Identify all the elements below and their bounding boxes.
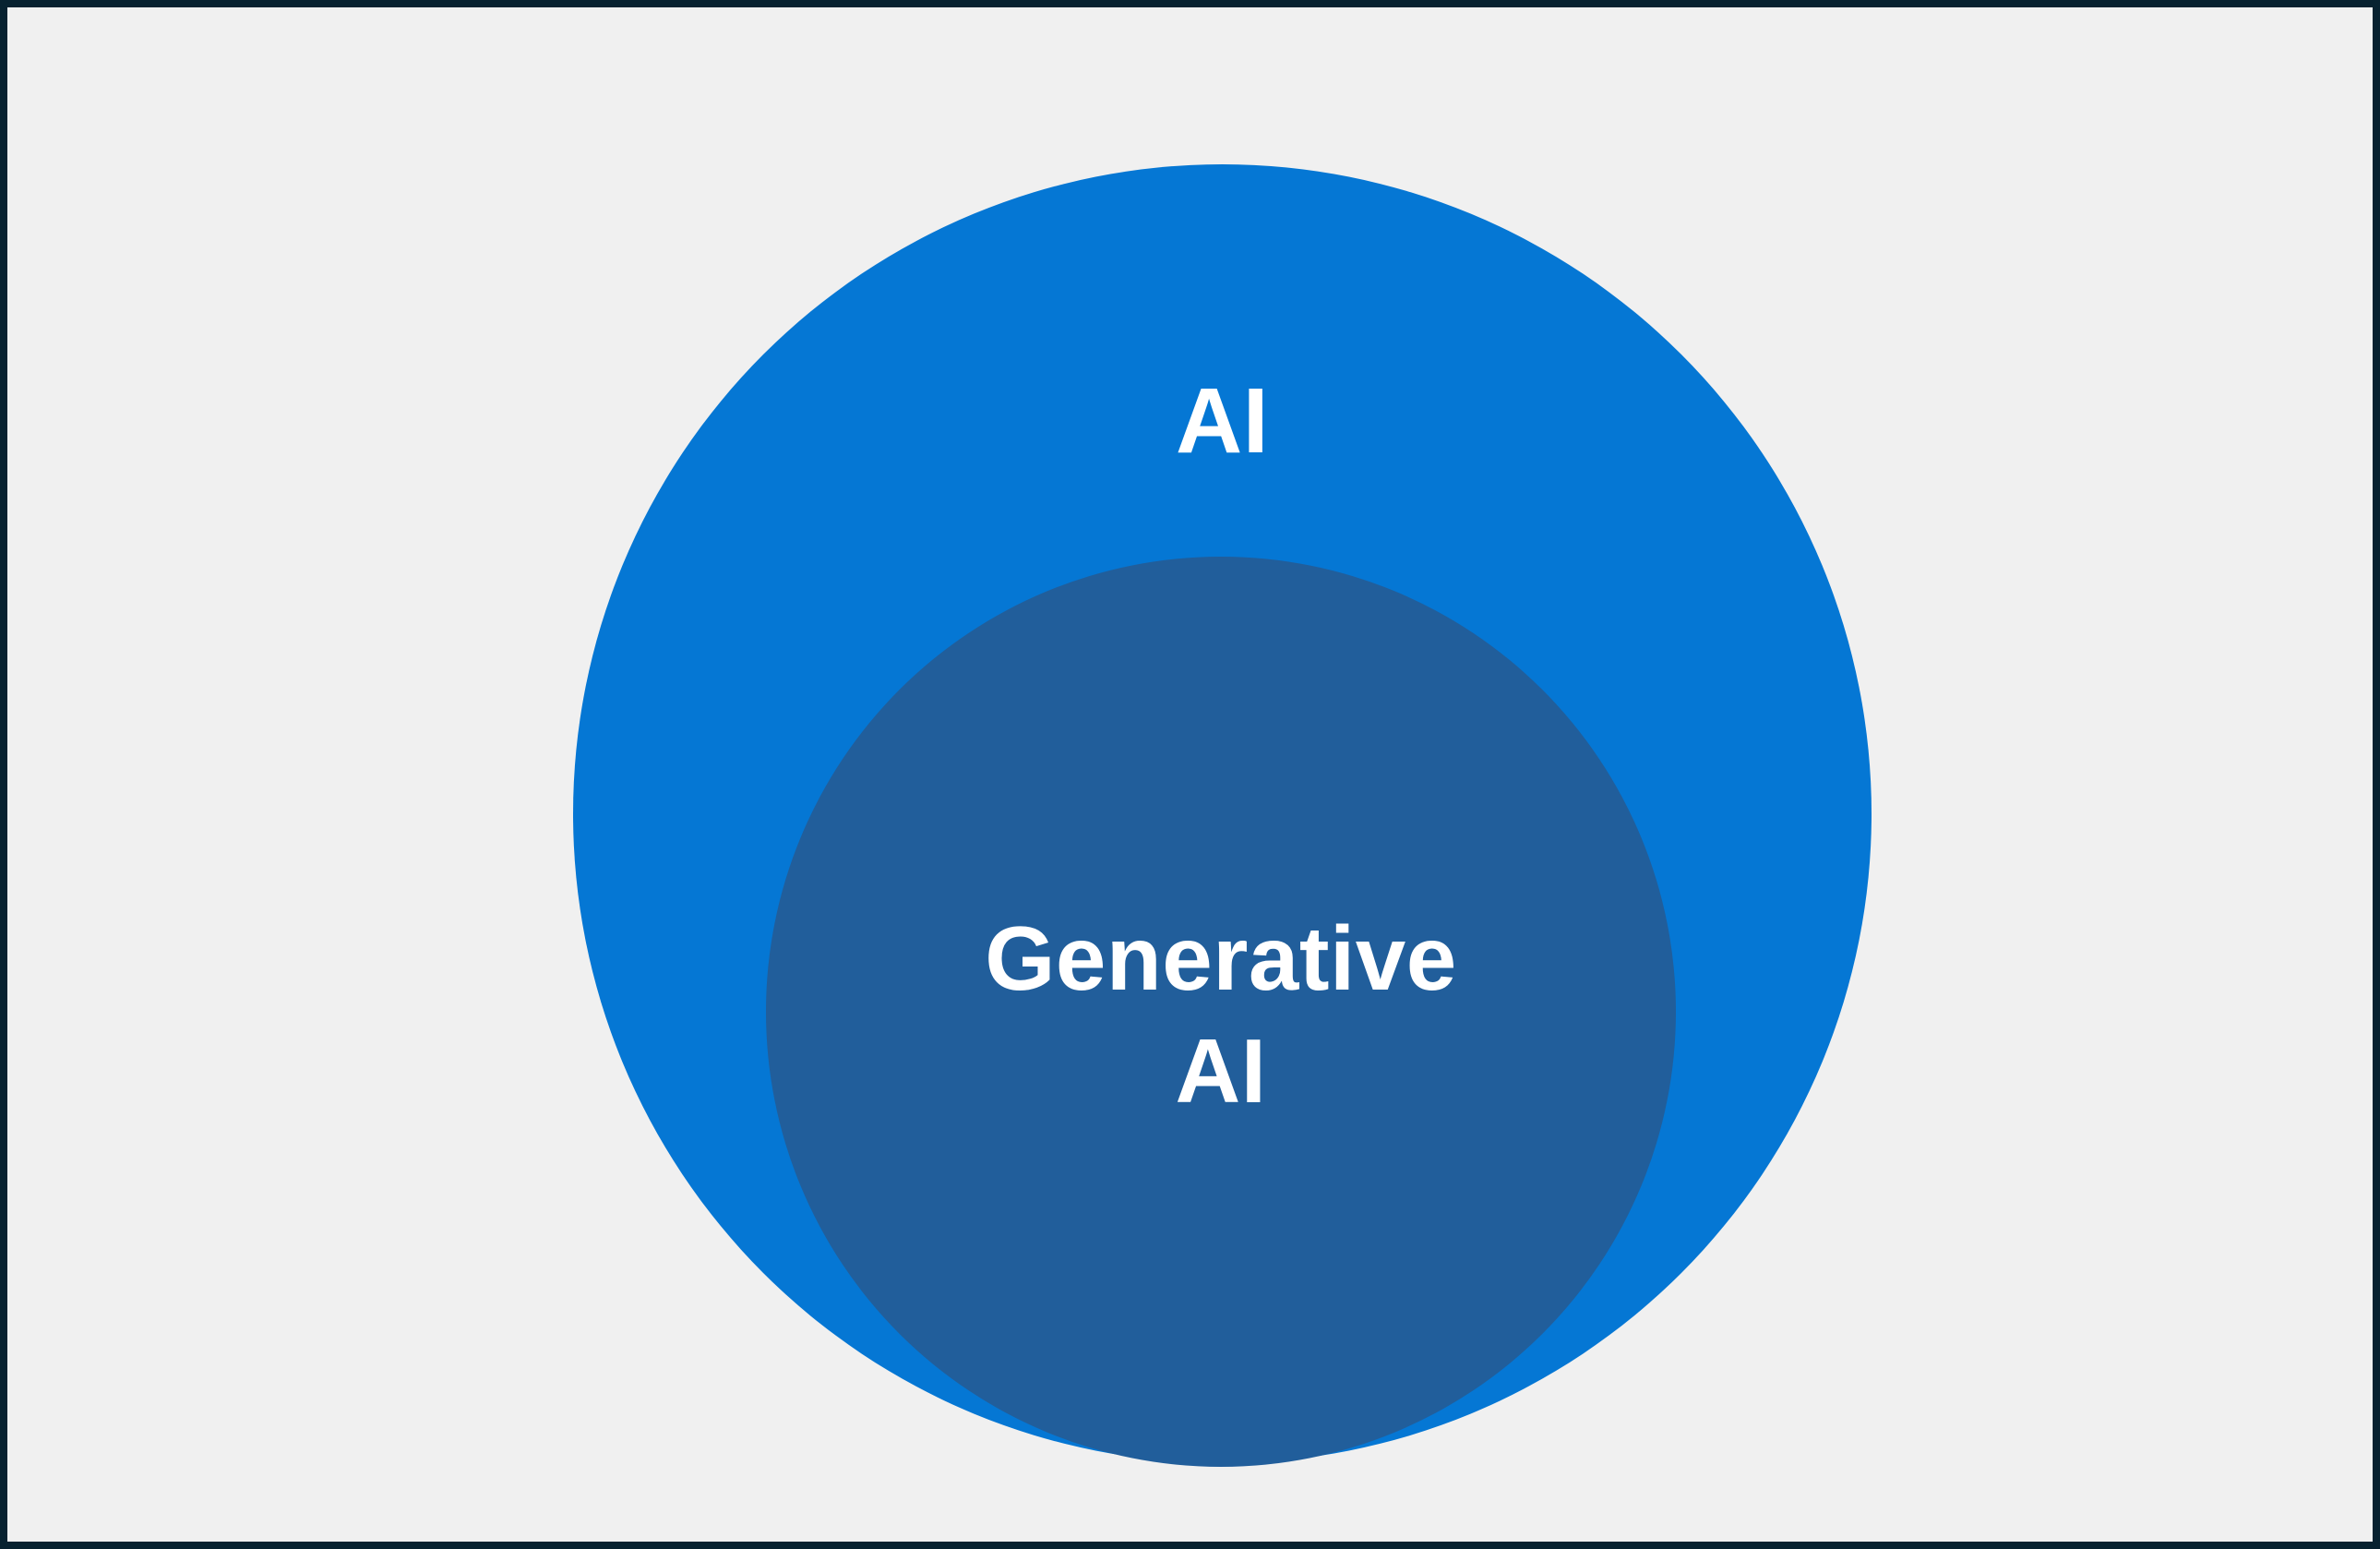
circle-generative-ai[interactable] [766,557,1676,1467]
label-generative-ai: Generative AI [985,907,1457,1122]
label-ai: AI [1176,369,1269,473]
